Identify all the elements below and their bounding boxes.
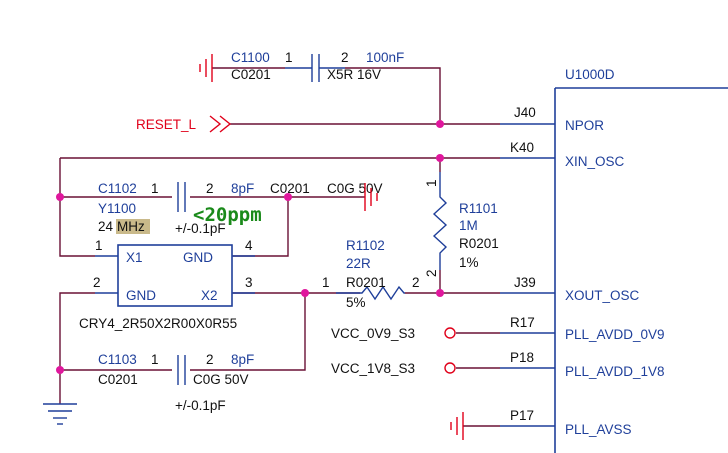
u1000-body	[554, 87, 728, 453]
junctions	[56, 120, 444, 374]
pin-name-avdd09: PLL_AVDD_0V9	[565, 327, 665, 342]
r1102-value: 22R	[346, 256, 371, 271]
r1101-ref: R1101	[459, 201, 498, 216]
pin-name-npor: NPOR	[565, 118, 604, 133]
c1103-pin2: 2	[206, 352, 214, 367]
net-vcc-1v8[interactable]: VCC_1V8_S3	[331, 361, 456, 376]
junction-dot	[436, 120, 444, 128]
power-port-icon	[444, 362, 456, 374]
offsheet-arrow-icon	[209, 115, 232, 133]
c1102-ref: C1102	[98, 181, 137, 196]
crystal-y1100[interactable]: Y1100 24 MHz <20ppm X1 GND GND X2 1 4 2 …	[79, 201, 262, 331]
wire-gnd-left	[59, 292, 95, 404]
ground-symbol-avss	[450, 412, 464, 440]
u1000-ref: U1000D	[565, 67, 615, 82]
c1102-pin1: 1	[151, 181, 159, 196]
net-label-reset: RESET_L	[136, 117, 197, 132]
c1103-package: C0201	[98, 372, 138, 387]
resistor-r1101[interactable]: 1 2 R1101 1M R0201 1%	[424, 172, 499, 277]
junction-dot	[56, 366, 64, 374]
r1102-ref: R1102	[346, 238, 385, 253]
r1102-package: R0201	[346, 275, 386, 290]
power-port-icon	[444, 327, 456, 339]
y1100-num-gnd-left: 2	[93, 275, 101, 290]
y1100-freq-unit: MHz	[117, 219, 145, 234]
r1101-pin2: 2	[424, 269, 439, 277]
wire-c1103-right	[190, 293, 306, 371]
r1101-tolerance: 1%	[459, 255, 479, 270]
net-vcc-0v9[interactable]: VCC_0V9_S3	[331, 326, 456, 341]
y1100-label-x1: X1	[126, 250, 143, 265]
pin-name-avdd18: PLL_AVDD_1V8	[565, 364, 665, 379]
c1102-pin2: 2	[206, 181, 214, 196]
r1102-body	[336, 285, 405, 301]
junction-dot	[436, 154, 444, 162]
y1100-annotation: <20ppm	[193, 204, 262, 226]
r1101-body	[432, 172, 448, 270]
c1100-pin1: 1	[285, 50, 293, 65]
c1102-rating: C0G 50V	[327, 181, 383, 196]
pin-number-avss: P17	[510, 408, 534, 423]
pin-name-xout: XOUT_OSC	[565, 288, 640, 303]
capacitor-c1102[interactable]: C1102 1 2 8pF C0201 C0G 50V +/-0.1pF	[98, 181, 383, 236]
pin-name-xin: XIN_OSC	[565, 154, 625, 169]
pin-number-avdd18: P18	[510, 350, 534, 365]
c1103-pin1: 1	[151, 352, 159, 367]
pin-number-xout: J39	[514, 275, 536, 290]
y1100-body	[117, 244, 233, 307]
c1103-rating: C0G 50V	[193, 372, 249, 387]
y1100-label-x2: X2	[201, 288, 218, 303]
c1103-ref: C1103	[98, 352, 137, 367]
pin-number-avdd09: R17	[510, 315, 535, 330]
junction-dot	[56, 193, 64, 201]
c1100-package: C0201	[231, 67, 271, 82]
c1102-tolerance: +/-0.1pF	[175, 221, 226, 236]
y1100-freq-prefix: 24	[98, 219, 114, 234]
pin-number-xin: K40	[510, 140, 534, 155]
r1102-tolerance: 5%	[346, 295, 366, 310]
resistor-r1102[interactable]: R1102 22R R0201 5% 1 2	[322, 238, 420, 310]
y1100-num-x2: 3	[245, 275, 253, 290]
capacitor-c1103[interactable]: C1103 1 2 8pF C0201 C0G 50V +/-0.1pF	[98, 352, 254, 413]
y1100-freq-highlight	[116, 219, 150, 234]
u1000d-symbol[interactable]: U1000D J40 K40 J39 R17 P18 P17 NPOR XIN_…	[500, 67, 728, 453]
junction-dot	[436, 289, 444, 297]
c1100-rating: X5R 16V	[327, 67, 381, 82]
y1100-label-gnd-left: GND	[126, 288, 156, 303]
c1100-value: 100nF	[366, 50, 404, 65]
c1102-value: 8pF	[231, 181, 254, 196]
junction-dot	[284, 193, 292, 201]
pin-name-avss: PLL_AVSS	[565, 422, 632, 437]
y1100-num-gnd-right: 4	[245, 238, 253, 253]
y1100-label-gnd-right: GND	[183, 250, 213, 265]
pin-number-npor: J40	[514, 105, 536, 120]
wire-c1100-npor	[345, 67, 441, 124]
y1100-footprint: CRY4_2R50X2R00X0R55	[79, 316, 237, 331]
junction-dot	[301, 289, 309, 297]
c1102-package: C0201	[270, 181, 310, 196]
wire-xin-left	[59, 158, 95, 257]
ground-symbol-c1100	[199, 54, 213, 82]
r1101-pin1: 1	[424, 179, 439, 187]
net-label-vcc09: VCC_0V9_S3	[331, 326, 415, 341]
net-label-vcc18: VCC_1V8_S3	[331, 361, 415, 376]
r1102-pin1: 1	[322, 275, 330, 290]
c1103-tolerance: +/-0.1pF	[175, 398, 226, 413]
ground-symbol-c1102	[364, 183, 378, 211]
r1101-value: 1M	[459, 218, 478, 233]
r1102-pin2: 2	[412, 275, 420, 290]
r1101-package: R0201	[459, 236, 499, 251]
c1100-pin2: 2	[341, 50, 349, 65]
y1100-ref: Y1100	[98, 201, 136, 216]
y1100-num-x1: 1	[95, 238, 103, 253]
ground-symbol-left	[43, 403, 77, 425]
c1100-ref: C1100	[231, 50, 270, 65]
capacitor-c1100[interactable]: C1100 1 2 100nF C0201 X5R 16V	[231, 50, 404, 82]
c1103-value: 8pF	[231, 352, 254, 367]
net-reset-l[interactable]: RESET_L	[136, 115, 232, 133]
